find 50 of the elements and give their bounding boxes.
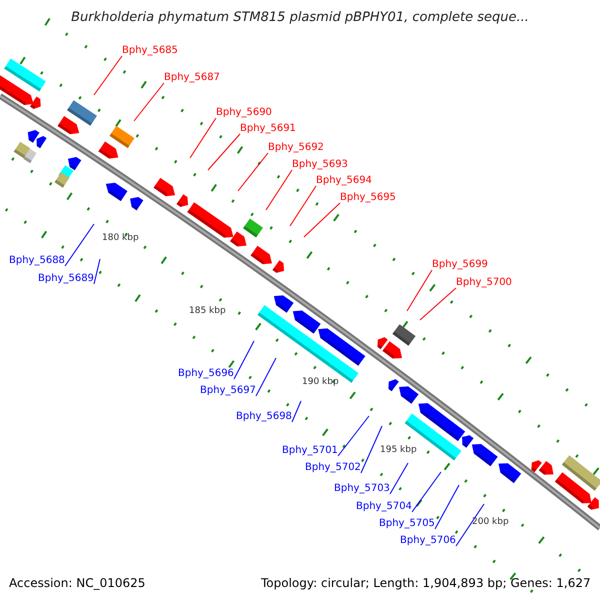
gene-label: Bphy_5706 bbox=[400, 536, 456, 546]
leader-line bbox=[290, 186, 316, 226]
scale-label: 180 kbp bbox=[102, 234, 139, 243]
leader-line bbox=[64, 224, 94, 266]
gene-label: Bphy_5699 bbox=[432, 260, 488, 270]
gene-label: Bphy_5702 bbox=[305, 463, 361, 473]
gene-label: Bphy_5685 bbox=[122, 46, 178, 56]
leader-line bbox=[456, 504, 484, 546]
scale-label: 185 kbp bbox=[189, 307, 226, 316]
leader-line bbox=[238, 152, 268, 192]
leader-line bbox=[190, 118, 216, 158]
gene-label: Bphy_5692 bbox=[268, 143, 324, 153]
leader-line bbox=[208, 134, 240, 170]
leader-line bbox=[338, 416, 370, 456]
accession-text: Accession: NC_010625 bbox=[9, 577, 146, 589]
leader-line bbox=[420, 288, 456, 320]
leader-line bbox=[390, 462, 408, 494]
leader-line bbox=[304, 202, 340, 238]
leader-line bbox=[266, 170, 292, 210]
gene-label: Bphy_5703 bbox=[334, 484, 390, 494]
gene-label: Bphy_5693 bbox=[292, 160, 348, 170]
gene-label: Bphy_5701 bbox=[282, 446, 338, 456]
gene-label: Bphy_5700 bbox=[456, 278, 512, 288]
gene-label: Bphy_5704 bbox=[356, 502, 412, 512]
gene-label: Bphy_5689 bbox=[38, 274, 94, 284]
scale-label: 195 kbp bbox=[380, 446, 417, 455]
gene-label: Bphy_5687 bbox=[164, 73, 220, 83]
genome-summary-text: Topology: circular; Length: 1,904,893 bp; Genes: 1,627 bbox=[261, 577, 591, 589]
scale-label: 200 kbp bbox=[472, 518, 509, 527]
leader-line bbox=[360, 426, 382, 474]
leader-line bbox=[134, 82, 164, 122]
gene-label: Bphy_5698 bbox=[236, 412, 292, 422]
leader-line bbox=[292, 400, 302, 422]
leader-line bbox=[434, 484, 460, 530]
leader-line bbox=[94, 258, 100, 284]
gene-label: Bphy_5696 bbox=[178, 369, 234, 379]
leader-line bbox=[234, 340, 254, 380]
leader-line bbox=[256, 358, 276, 396]
leader-line bbox=[94, 56, 122, 96]
gene-label: Bphy_5695 bbox=[340, 193, 396, 203]
map-title: Burkholderia phymatum STM815 plasmid pBPHY01, complete seque... bbox=[70, 11, 530, 24]
gene-label: Bphy_5690 bbox=[216, 108, 272, 118]
gene-label: Bphy_5697 bbox=[200, 386, 256, 396]
gene-label: Bphy_5691 bbox=[240, 124, 296, 134]
leader-line bbox=[412, 472, 442, 512]
gene-label: Bphy_5694 bbox=[316, 176, 372, 186]
gene-label: Bphy_5688 bbox=[9, 256, 65, 266]
leader-line bbox=[406, 270, 432, 312]
scale-label: 190 kbp bbox=[302, 378, 339, 387]
gene-label: Bphy_5705 bbox=[379, 519, 435, 529]
